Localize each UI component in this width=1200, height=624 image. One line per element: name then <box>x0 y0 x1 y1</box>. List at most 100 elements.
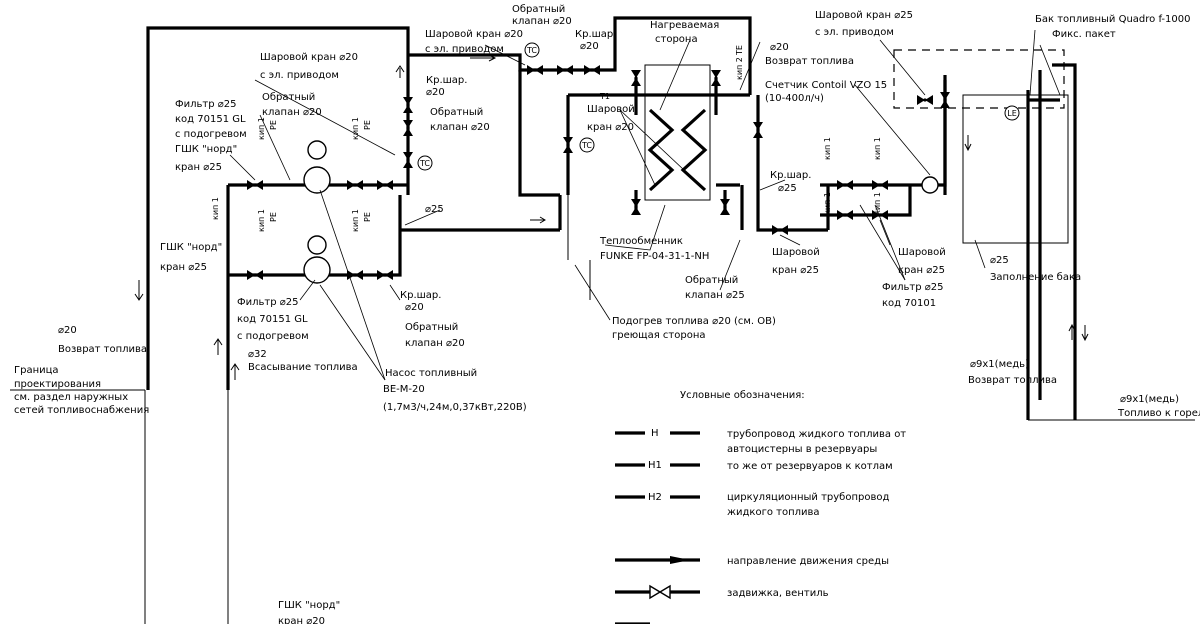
valve-h <box>917 95 933 105</box>
valve-h <box>837 180 853 190</box>
legend-code: Н1 <box>648 460 662 471</box>
heat-exchanger <box>644 64 711 201</box>
valve-v <box>631 70 641 86</box>
label: кип 1 <box>257 117 266 140</box>
label: кип 1 <box>823 192 832 215</box>
label: проектирования <box>14 379 101 390</box>
valve-h <box>557 65 573 75</box>
label: греющая сторона <box>612 330 706 341</box>
pump-2 <box>303 256 331 284</box>
label: клапан ⌀20 <box>262 107 322 118</box>
flow-arrows <box>134 54 1089 380</box>
label: Обратный <box>262 92 315 103</box>
fuel-tank <box>893 49 1069 244</box>
le-balloon <box>1004 105 1020 121</box>
pumps <box>303 140 939 284</box>
label: Возврат топлива <box>765 56 854 67</box>
label: Теплообменник <box>599 236 683 247</box>
label: PE <box>269 120 278 130</box>
label: кип 1 <box>351 117 360 140</box>
label: Обратный <box>405 322 458 333</box>
label: Фильтр ⌀25 <box>882 282 944 293</box>
legend-code: Н2 <box>648 492 662 503</box>
label: кран ⌀25 <box>175 162 222 173</box>
label: кран ⌀25 <box>772 265 819 276</box>
valve-h <box>377 180 393 190</box>
label: Возврат топлива <box>968 375 1057 386</box>
label: клапан ⌀20 <box>430 122 490 133</box>
label: клапан ⌀20 <box>512 16 572 27</box>
pump-1 <box>303 166 331 194</box>
le-label: LE <box>1007 109 1017 118</box>
pump-motor-2 <box>307 235 327 255</box>
label: кип 1 <box>823 137 832 160</box>
label: (1,7м3/ч,24м,0,37кВт,220В) <box>383 402 527 413</box>
label: см. раздел наружных <box>14 392 128 403</box>
tc-balloon <box>524 42 540 58</box>
label: ⌀20 <box>770 42 789 53</box>
label: Фильтр ⌀25 <box>237 297 299 308</box>
legend-symbols <box>615 431 700 624</box>
label: TE <box>735 45 744 56</box>
label: Обратный <box>685 275 738 286</box>
label: ⌀20 <box>58 325 77 336</box>
label: код 70151 GL <box>175 114 246 125</box>
valve-h <box>584 65 600 75</box>
valve-h <box>347 180 363 190</box>
label: клапан ⌀25 <box>685 290 745 301</box>
valve-v <box>403 120 413 136</box>
label: Шаровой кран ⌀25 <box>815 10 913 21</box>
legend-title: Условные обозначения: <box>680 390 805 401</box>
label: Кр.шар. <box>770 170 811 181</box>
label: ⌀25 <box>990 255 1009 266</box>
legend-text: автоцистерны в резервуары <box>727 444 877 455</box>
legend-text: задвижка, вентиль <box>727 588 829 599</box>
pump-motor-1 <box>307 140 327 160</box>
valve-v <box>720 199 730 215</box>
label: (10-400л/ч) <box>765 93 824 104</box>
tc-label: TC <box>581 141 592 150</box>
legend-text: жидкого топлива <box>727 507 820 518</box>
label: ⌀20 <box>405 302 424 313</box>
label: ГШК "норд" <box>175 144 237 155</box>
label: Шаровой кран ⌀20 <box>425 29 523 40</box>
label: кип 1 <box>351 209 360 232</box>
label: Шаровой <box>898 247 946 258</box>
legend: Условные обозначения: Н трубопровод жидк… <box>648 390 906 599</box>
label: клапан ⌀20 <box>405 338 465 349</box>
tc-label: TC <box>526 46 537 55</box>
label: кран ⌀20 <box>278 616 325 624</box>
label: кип 1 <box>257 209 266 232</box>
valve-h <box>527 65 543 75</box>
label: Шаровой кран ⌀20 <box>260 52 358 63</box>
label: Обратный <box>430 107 483 118</box>
label: с эл. приводом <box>815 27 894 38</box>
legend-code: Н <box>651 428 659 439</box>
label: сторона <box>655 34 698 45</box>
label: сетей топливоснабжения <box>14 405 149 416</box>
valve-h <box>247 270 263 280</box>
label: кип 1 <box>873 137 882 160</box>
label: ⌀25 <box>778 183 797 194</box>
valves <box>247 65 950 280</box>
label: с эл. приводом <box>425 44 504 55</box>
label: BE-M-20 <box>383 384 425 395</box>
label: PE <box>269 212 278 222</box>
label: ⌀20 <box>580 41 599 52</box>
label: Обратный <box>512 4 565 15</box>
valve-v <box>403 97 413 113</box>
valve-v <box>403 152 413 168</box>
label: Всасывание топлива <box>248 362 358 373</box>
label: с эл. приводом <box>260 70 339 81</box>
label: ГШК "норд" <box>278 600 340 611</box>
instruments <box>417 42 1020 171</box>
tc-balloon <box>579 137 595 153</box>
label: Граница <box>14 365 59 376</box>
label: Фильтр ⌀25 <box>175 99 237 110</box>
label: Кр.шар. <box>575 29 616 40</box>
valve-h <box>772 225 788 235</box>
label: кран ⌀20 <box>587 122 634 133</box>
legend-text: трубопровод жидкого топлива от <box>727 429 906 440</box>
thin-lines <box>10 54 1195 624</box>
